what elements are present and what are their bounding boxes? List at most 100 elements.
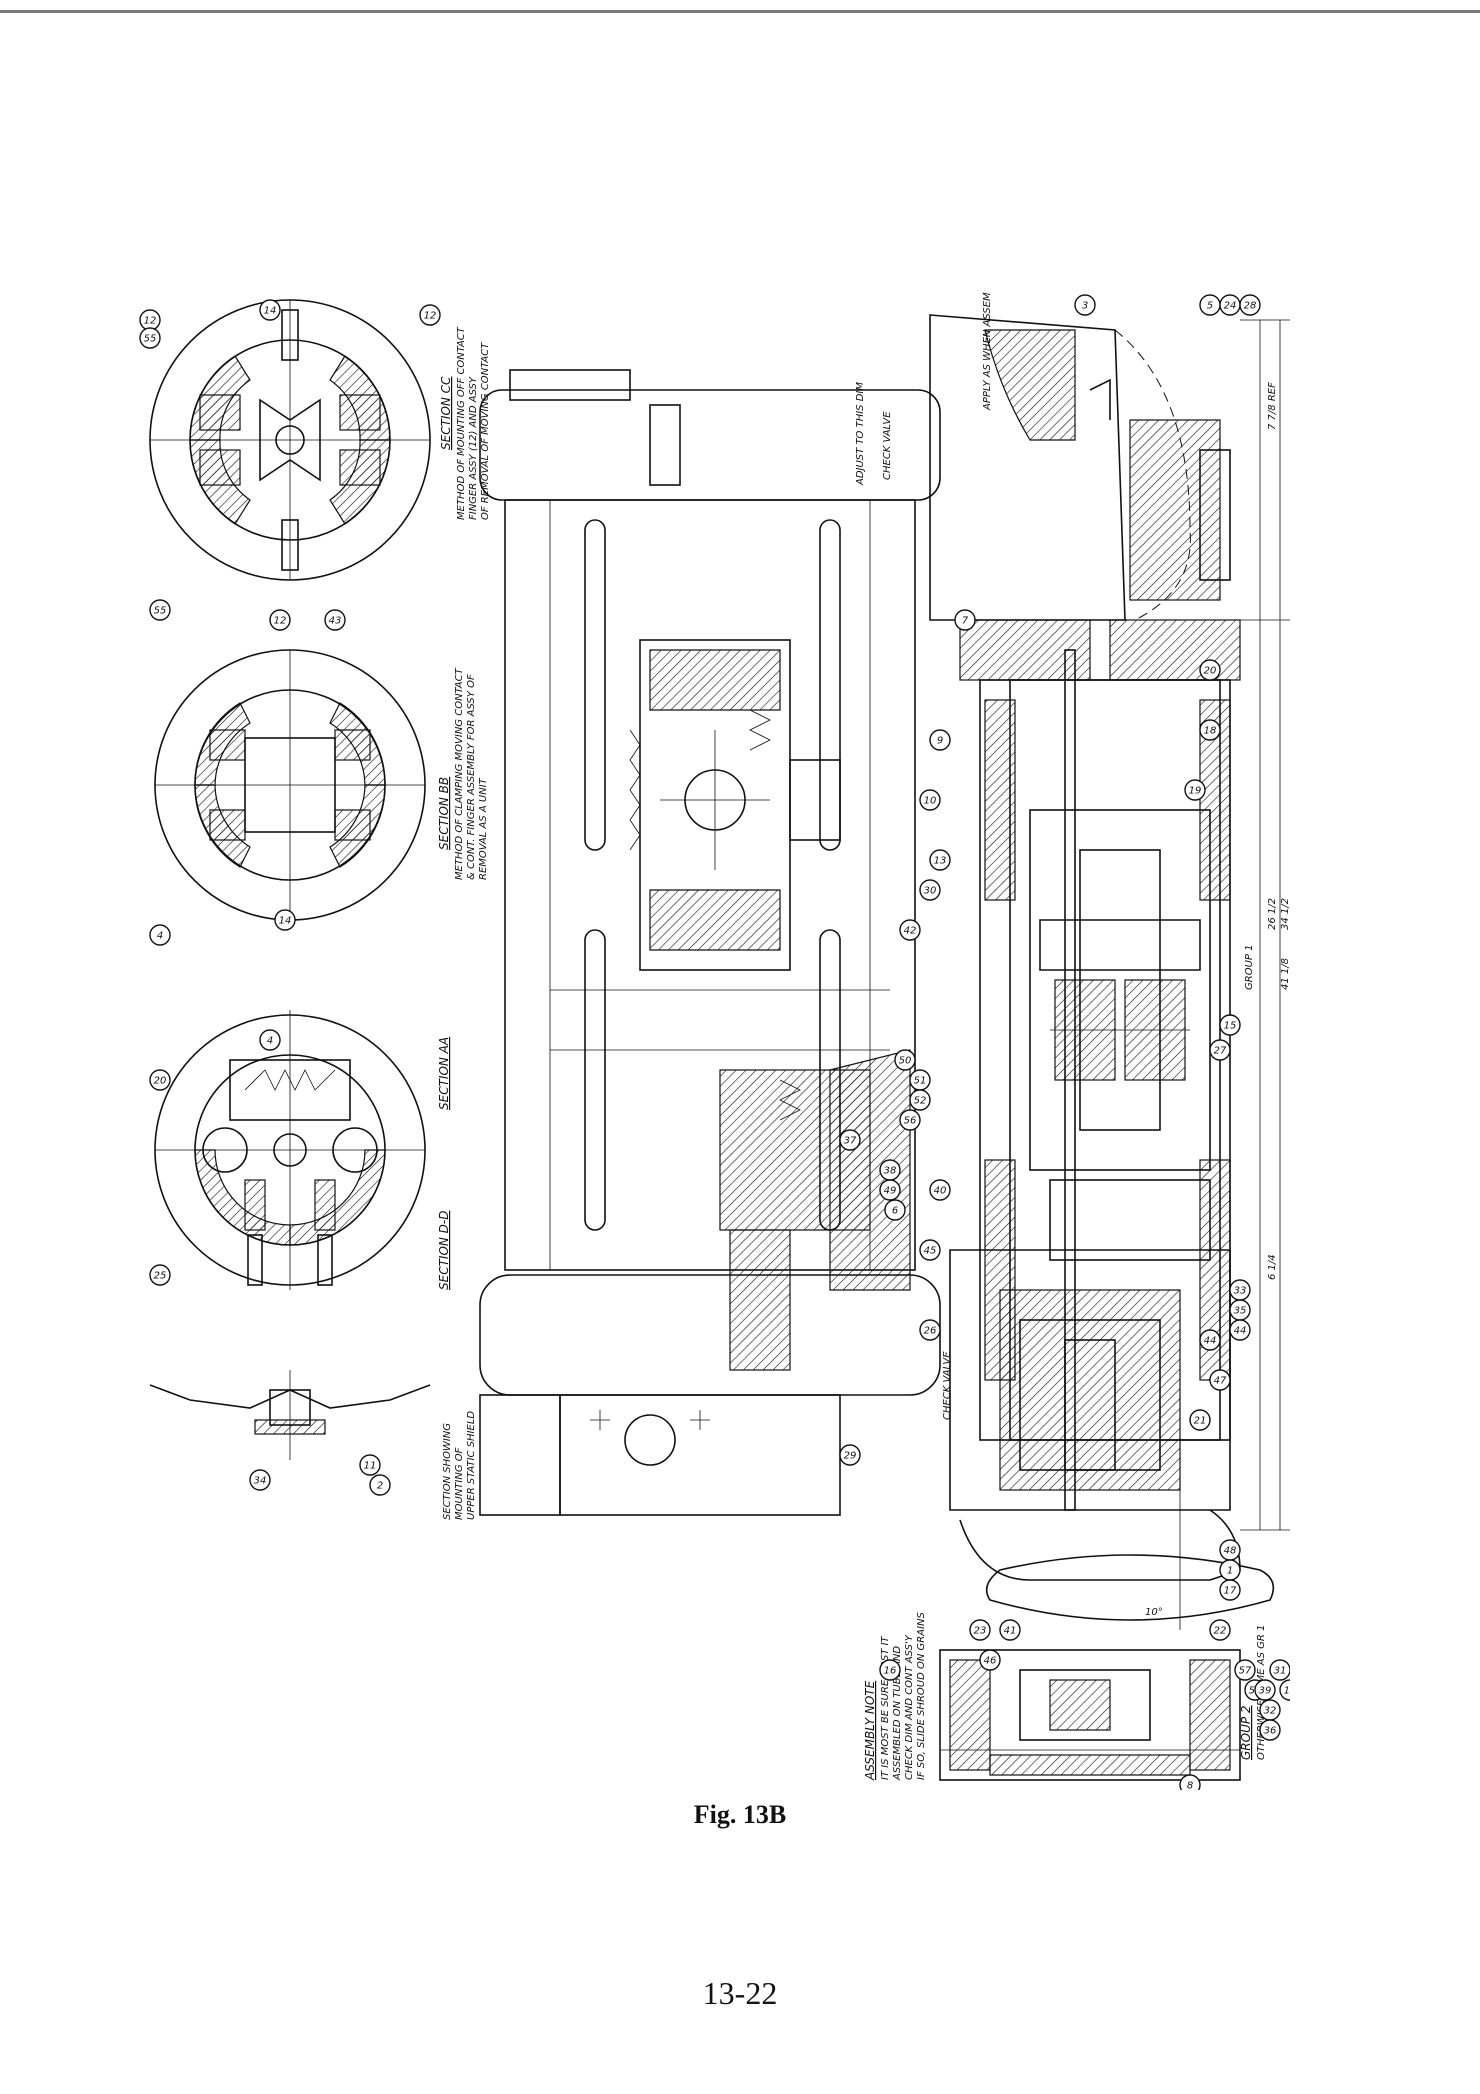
callout-bubble xyxy=(1259,1719,1281,1741)
callout-number: 22 xyxy=(1214,1626,1227,1637)
callout-number: 4 xyxy=(267,1036,273,1047)
svg-text:MOUNTING OF: MOUNTING OF xyxy=(454,1447,465,1520)
svg-text:METHOD OF MOUNTING OFF CONTACT: METHOD OF MOUNTING OFF CONTACT xyxy=(456,326,467,520)
callout-bubble xyxy=(954,609,976,631)
callout-number: 15 xyxy=(1224,1021,1237,1032)
callout-number: 28 xyxy=(1244,301,1257,312)
svg-text:41 1/8: 41 1/8 xyxy=(1280,958,1290,990)
callout-number: 14 xyxy=(279,916,292,927)
callout-bubble xyxy=(929,1179,951,1201)
callout-bubble xyxy=(149,1264,171,1286)
callout-number: 12 xyxy=(424,311,437,322)
callout-bubble xyxy=(139,327,161,349)
cutaway-mechanism xyxy=(550,639,911,1371)
callout-number: 11 xyxy=(364,1461,377,1472)
callout-bubble xyxy=(1209,1619,1231,1641)
callout-number: 31 xyxy=(1274,1666,1287,1677)
callout-bubble xyxy=(919,879,941,901)
svg-text:6 1/4: 6 1/4 xyxy=(1267,1254,1278,1280)
callout-number: 20 xyxy=(154,1076,167,1087)
section-aa-view xyxy=(154,1010,426,1290)
callout-bubble xyxy=(899,1109,921,1131)
callout-number: 2 xyxy=(377,1481,383,1492)
callout-bubble xyxy=(919,789,941,811)
section-bb-view xyxy=(154,649,426,921)
callout-number: 8 xyxy=(1187,1781,1193,1791)
svg-text:CHECK VALVE: CHECK VALVE xyxy=(882,411,893,480)
callout-bubble xyxy=(359,1454,381,1476)
dimension-lines: 26 1/2 34 1/2 41 1/8 7 7/8 REF 6 1/4 10° xyxy=(1145,319,1290,1618)
top-rule xyxy=(0,10,1480,13)
callout-bubble xyxy=(324,609,346,631)
callout-number: 7 xyxy=(962,616,969,627)
callout-bubble xyxy=(1239,294,1261,316)
callout-bubble xyxy=(884,1199,906,1221)
callout-bubble xyxy=(369,1474,391,1496)
callout-number: 48 xyxy=(1224,1546,1237,1557)
callout-bubble xyxy=(894,1049,916,1071)
svg-text:10°: 10° xyxy=(1145,1607,1163,1618)
callout-number: 9 xyxy=(937,736,943,747)
callout-bubble xyxy=(149,1069,171,1091)
svg-text:SECTION BB: SECTION BB xyxy=(437,777,451,850)
svg-text:FINGER ASSY (12) AND ASSY: FINGER ASSY (12) AND ASSY xyxy=(468,376,479,520)
callout-number: 40 xyxy=(934,1186,947,1197)
callout-bubble xyxy=(1209,1039,1231,1061)
callout-bubble xyxy=(919,1239,941,1261)
callout-number: 14 xyxy=(1284,1686,1290,1697)
svg-text:UPPER STATIC SHIELD: UPPER STATIC SHIELD xyxy=(466,1411,477,1520)
callout-number: 44 xyxy=(1234,1326,1247,1337)
callout-number: 38 xyxy=(884,1166,897,1177)
callout-bubble xyxy=(1269,1659,1290,1681)
svg-text:CHECK DIM AND CONT ASS'Y: CHECK DIM AND CONT ASS'Y xyxy=(904,1634,915,1780)
callout-bubble xyxy=(1199,1329,1221,1351)
callout-number: 18 xyxy=(1204,726,1217,737)
callout-number: 51 xyxy=(914,1076,927,1087)
svg-text:7 7/8 REF: 7 7/8 REF xyxy=(1267,382,1278,430)
callout-number: 45 xyxy=(924,1246,937,1257)
callout-number: 1 xyxy=(1227,1566,1233,1577)
callout-bubble xyxy=(1234,1659,1256,1681)
callout-number: 3 xyxy=(1082,301,1088,312)
callout-number: 43 xyxy=(329,616,342,627)
page-number: 13-22 xyxy=(702,1975,778,2011)
callout-number: 29 xyxy=(844,1451,857,1462)
callout-bubble xyxy=(929,729,951,751)
callout-bubble xyxy=(1229,1319,1251,1341)
callout-bubble xyxy=(149,599,171,621)
callout-bubble xyxy=(999,1619,1021,1641)
svg-text:CHECK VALVE: CHECK VALVE xyxy=(942,1351,953,1420)
section-cc-notes: SECTION CC METHOD OF MOUNTING OFF CONTAC… xyxy=(439,326,491,520)
section-aa-notes: SECTION AA SECTION D-D xyxy=(437,1037,451,1290)
sectional-notes: GROUP 1 APPLY AS WHEN ASSEM xyxy=(982,292,1255,990)
callout-number: 37 xyxy=(844,1136,857,1147)
callout-bubble xyxy=(259,299,281,321)
callout-bubble xyxy=(419,304,441,326)
svg-text:REMOVAL AS A UNIT: REMOVAL AS A UNIT xyxy=(478,777,489,880)
callout-number: 36 xyxy=(1264,1726,1277,1737)
svg-text:IT IS MOST BE SURE FIRST IT: IT IS MOST BE SURE FIRST IT xyxy=(880,1635,891,1780)
callout-bubble xyxy=(149,924,171,946)
callout-number: 17 xyxy=(1224,1586,1237,1597)
callout-number: 35 xyxy=(1234,1306,1247,1317)
svg-text:GROUP 1: GROUP 1 xyxy=(1244,945,1255,990)
callout-bubble xyxy=(1199,719,1221,741)
callout-bubble xyxy=(1184,779,1206,801)
callout-number: 21 xyxy=(1194,1416,1207,1427)
callout-number: 27 xyxy=(1214,1046,1227,1057)
callout-number: 55 xyxy=(144,334,157,345)
callout-bubble xyxy=(979,1649,1001,1671)
callout-number: 34 xyxy=(254,1476,267,1487)
callout-number: 20 xyxy=(1204,666,1217,677)
svg-text:SECTION AA: SECTION AA xyxy=(437,1037,451,1110)
callout-bubble xyxy=(909,1089,931,1111)
callout-bubble xyxy=(274,909,296,931)
shield-section-notes: SECTION SHOWING MOUNTING OF UPPER STATIC… xyxy=(442,1411,477,1520)
figure-caption: Fig. 13B xyxy=(693,1800,787,1829)
callout-bubble xyxy=(249,1469,271,1491)
callout-bubble xyxy=(1254,1679,1276,1701)
callout-number: 25 xyxy=(154,1271,167,1282)
callout-bubble xyxy=(1209,1369,1231,1391)
section-bb-notes: SECTION BB METHOD OF CLAMPING MOVING CON… xyxy=(437,667,489,880)
callout-number: 19 xyxy=(1189,786,1202,797)
